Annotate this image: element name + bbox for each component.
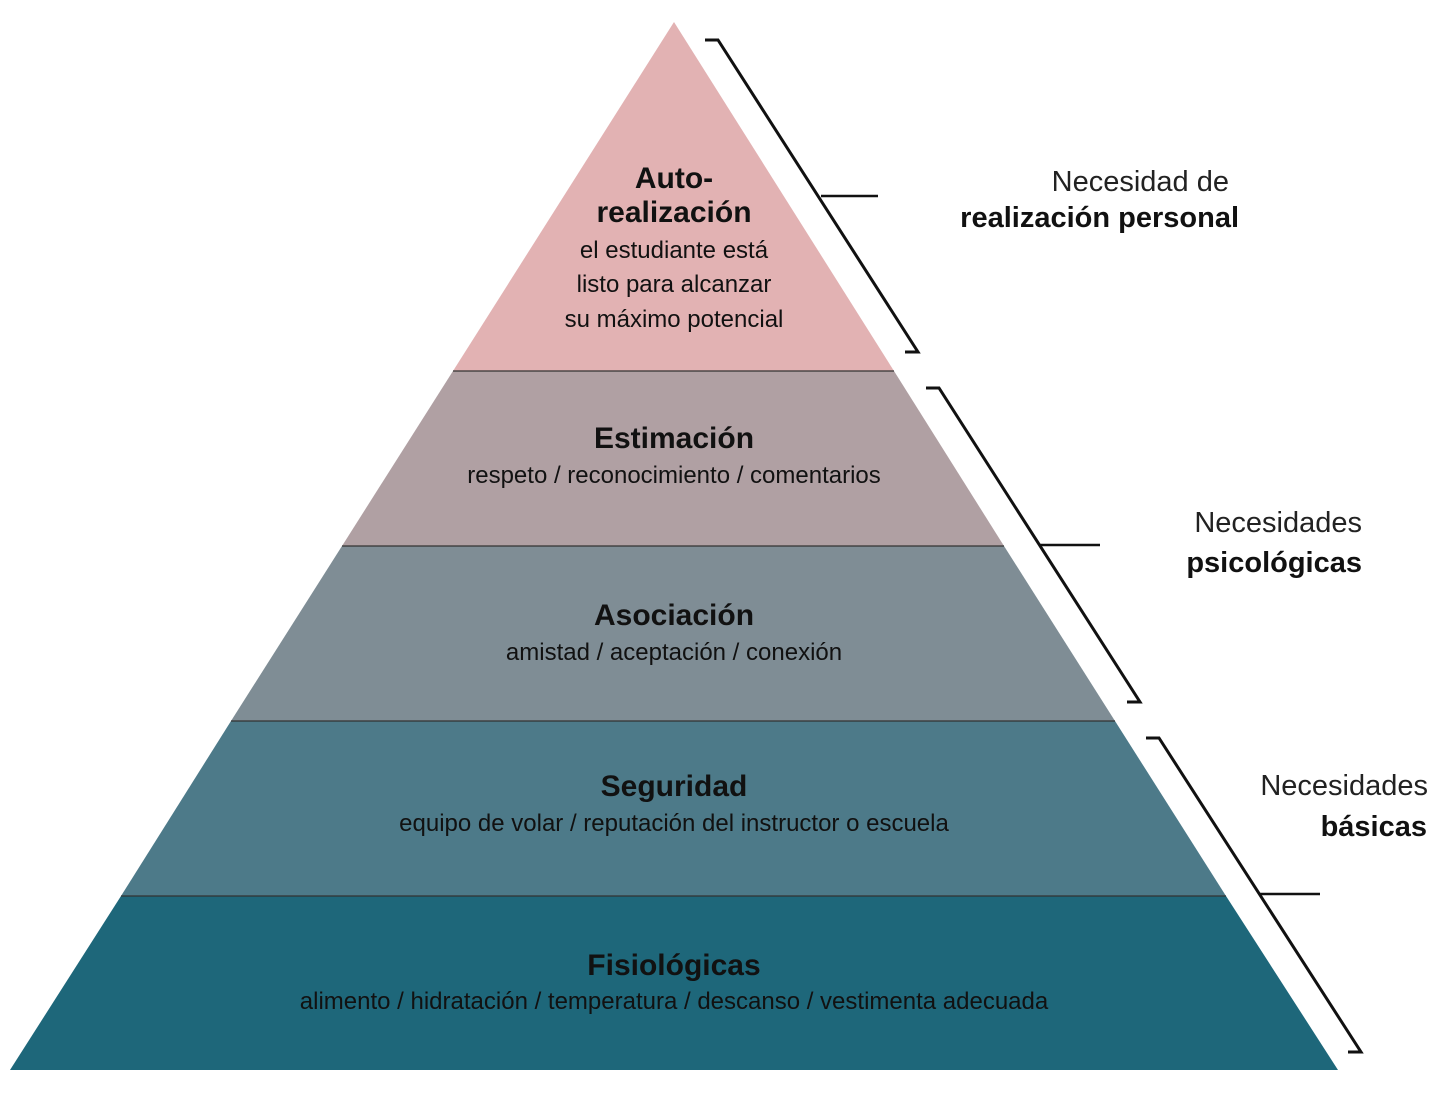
group-psicologicas-label: Necesidades psicológicas [1186,507,1362,579]
level-title: Seguridad [601,770,748,803]
level-title: realización [596,196,751,229]
level-estimacion-band [342,371,1004,546]
level-description: respeto / reconocimiento / comentarios [467,462,881,489]
level-title: Asociación [594,599,754,632]
level-description: el estudiante está [580,237,769,264]
level-description: alimento / hidratación / temperatura / d… [300,988,1049,1015]
group-bold-text: psicológicas [1186,547,1362,579]
group-light-text: Necesidad de [1052,166,1229,198]
level-seguridad-label: Seguridad equipo de volar / reputación d… [399,770,949,837]
level-description: su máximo potencial [565,306,784,333]
group-psicologicas-bracket [926,386,1143,704]
group-basicas-label: Necesidades básicas [1260,770,1428,843]
level-description: amistad / aceptación / conexión [506,639,842,666]
level-asociacion-label: Asociación amistad / aceptación / conexi… [506,599,842,666]
level-fisiologicas-label: Fisiológicas alimento / hidratación / te… [300,949,1049,1015]
level-description: listo para alcanzar [577,271,772,298]
level-estimacion-label: Estimación respeto / reconocimiento / co… [467,422,881,489]
level-title: Auto- [635,162,713,195]
bracket-line [705,38,921,354]
level-seguridad-band [121,721,1226,896]
bracket-line [926,386,1143,704]
level-asociacion-band [231,546,1115,721]
group-basicas-bracket [1146,736,1364,1054]
group-light-text: Necesidades [1194,507,1362,539]
pyramid [10,22,1338,1070]
group-realizacion-bracket [705,38,921,354]
level-title: Estimación [594,422,754,455]
group-light-text: Necesidades [1260,770,1428,802]
group-bold-text: realización personal [960,202,1239,234]
level-description: equipo de volar / reputación del instruc… [399,810,949,837]
group-realizacion-label: Necesidad de realización personal [960,166,1239,234]
group-bold-text: básicas [1321,811,1427,843]
level-autorealizacion-label: Auto- realización el estudiante está lis… [565,162,784,333]
level-fisiologicas-band [10,896,1338,1070]
level-title: Fisiológicas [587,949,760,982]
level-autorealizacion-band [453,22,894,371]
